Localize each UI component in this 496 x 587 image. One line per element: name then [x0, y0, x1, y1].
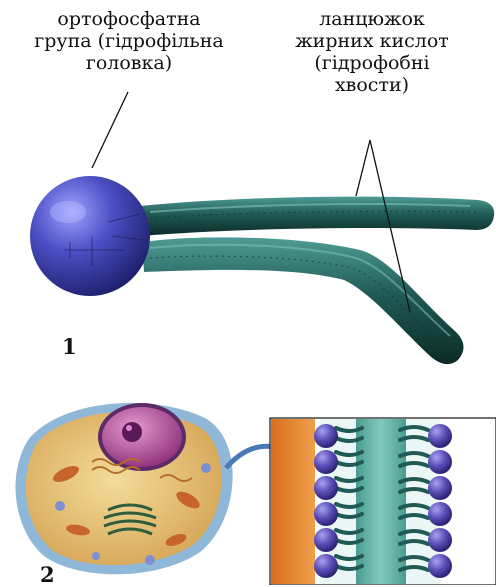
head-leader-line	[92, 92, 128, 168]
membrane-bilayer-illustration	[270, 418, 496, 585]
bent-fatty-acid-tail	[142, 237, 464, 364]
phosphate-head-sphere	[30, 176, 150, 296]
tail-leader-line-top	[356, 140, 370, 196]
figure-number-2: 2	[40, 562, 55, 587]
figure-number-1: 1	[62, 334, 77, 359]
straight-fatty-acid-tail	[140, 197, 494, 236]
animal-cell-illustration	[15, 403, 292, 574]
